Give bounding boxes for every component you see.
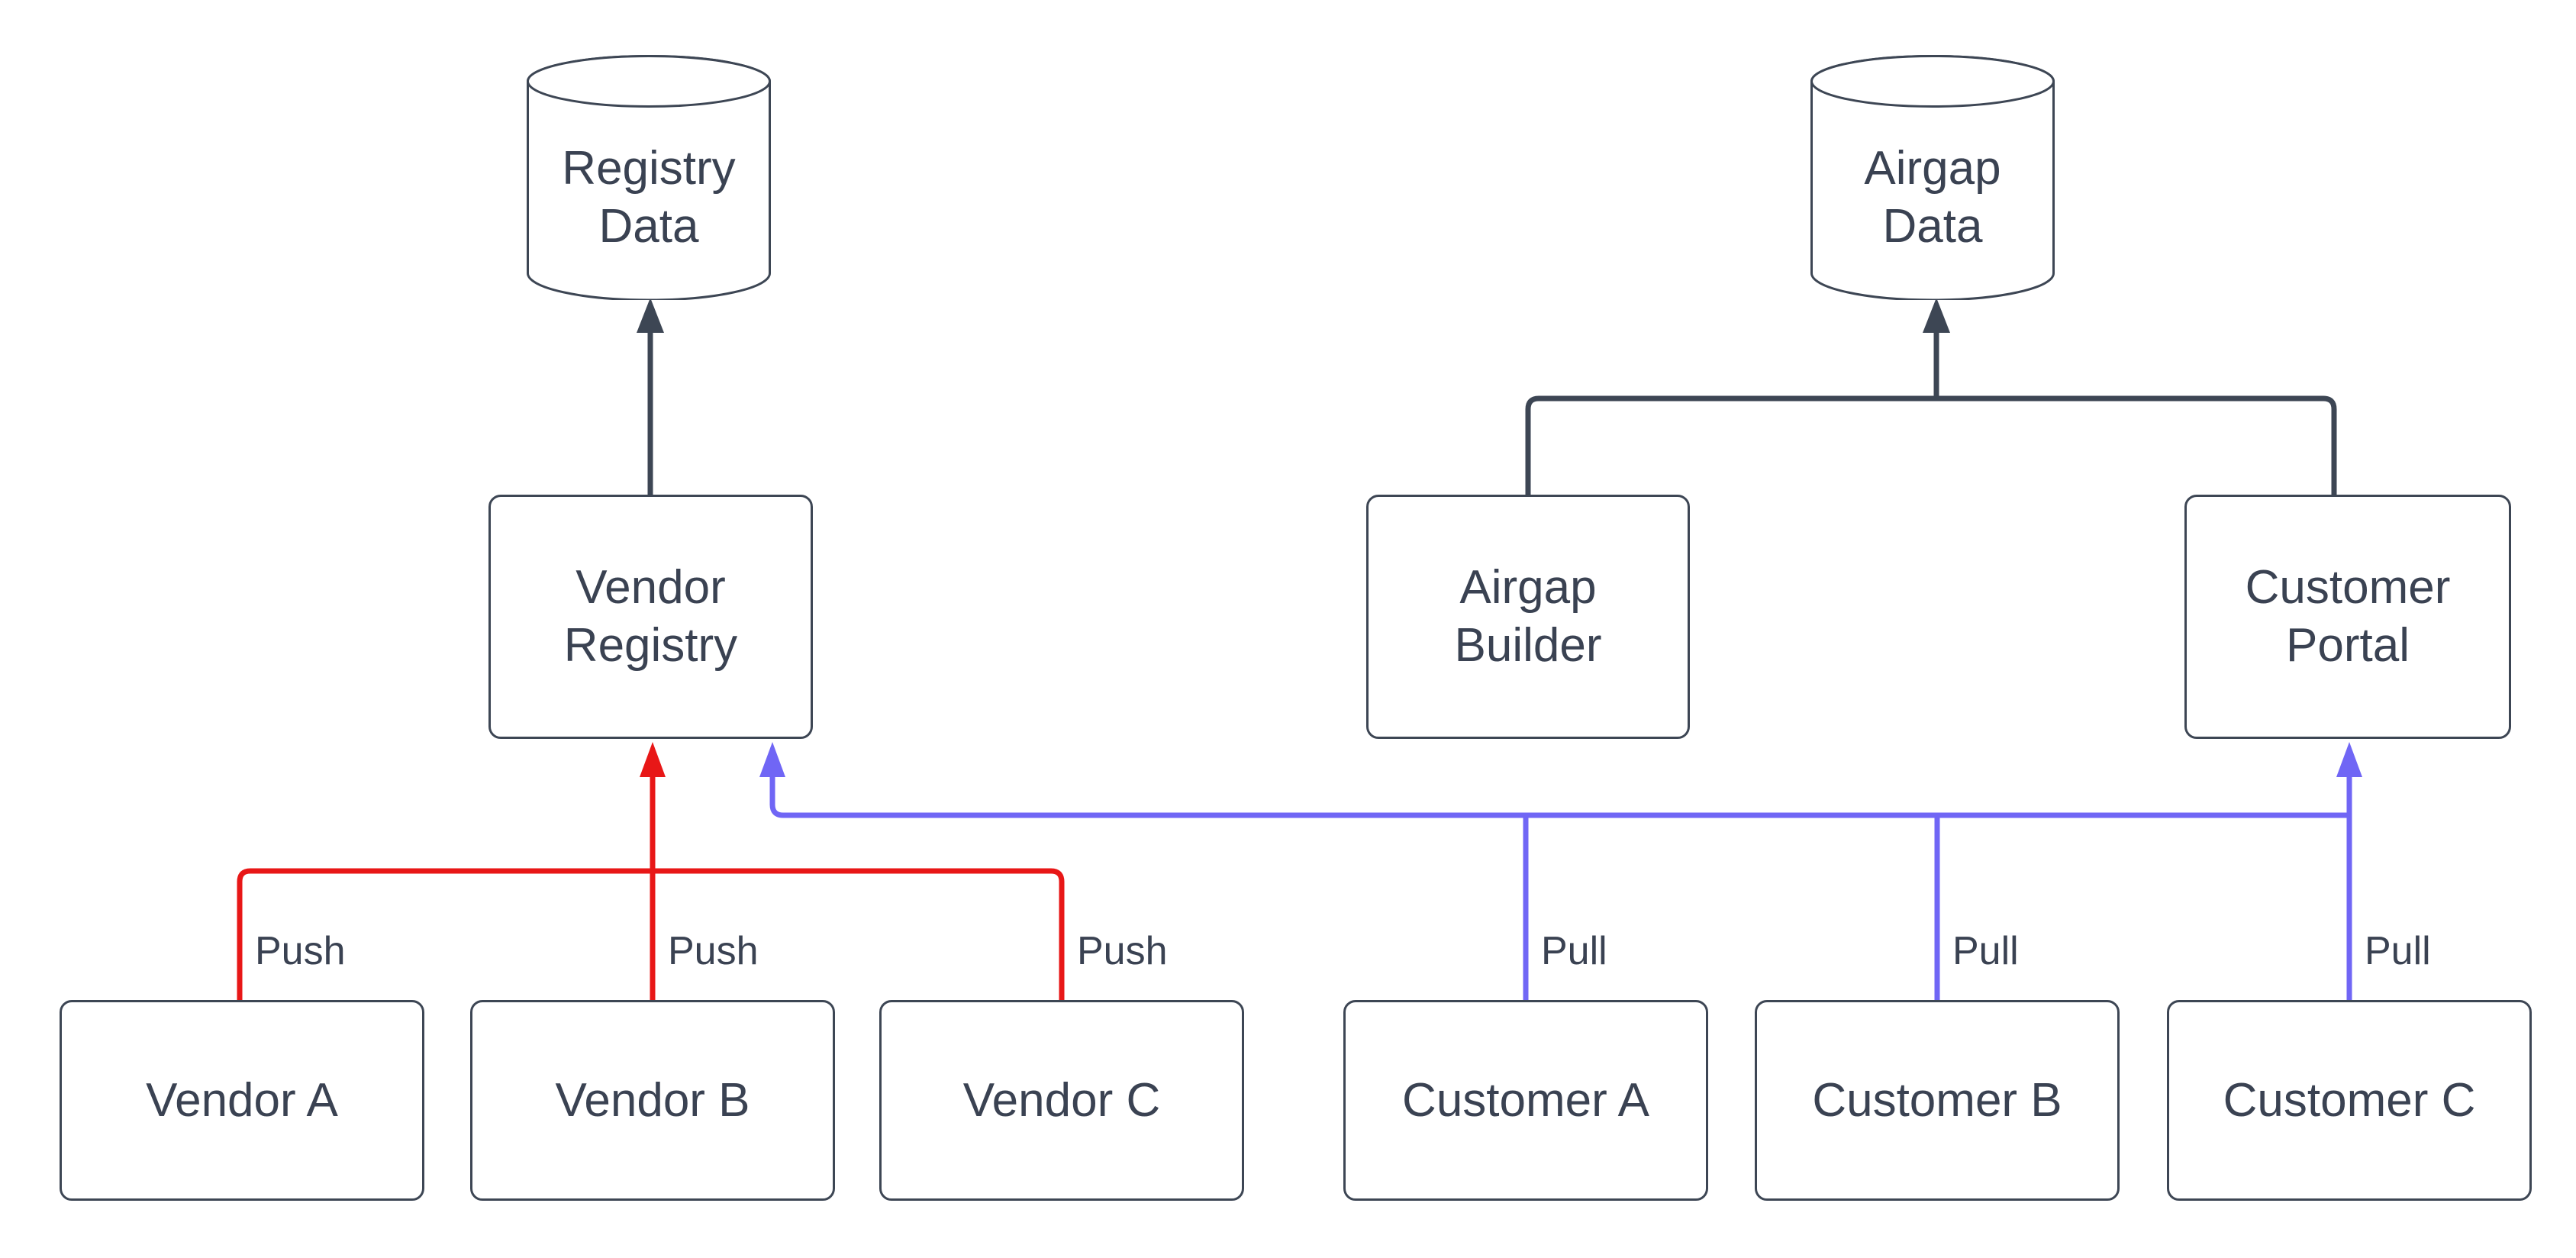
edge-label-pull-customer-a: Pull <box>1541 929 1607 973</box>
edge-label-push-vendor-a: Push <box>255 929 346 973</box>
node-airgap-builder: Airgap Builder <box>1366 495 1690 739</box>
node-vendor-b: Vendor B <box>470 1000 835 1201</box>
node-customer-a: Customer A <box>1343 1000 1708 1201</box>
node-label-vendor-registry: Vendor Registry <box>563 561 738 672</box>
node-label-customer-a: Customer A <box>1402 1073 1649 1127</box>
node-label-vendor-c: Vendor C <box>962 1073 1161 1127</box>
node-customer-c: Customer C <box>2167 1000 2532 1201</box>
node-airgap-data: Airgap Data <box>1810 55 2055 300</box>
arrowhead-pull-customer-portal <box>2336 742 2362 777</box>
arrowhead-push-vendor-registry <box>640 742 666 777</box>
edge-label-pull-customer-b: Pull <box>1952 929 2019 973</box>
node-label-vendor-a: Vendor A <box>146 1073 338 1127</box>
node-customer-portal: Customer Portal <box>2184 495 2511 739</box>
arrowhead-airgap-data <box>1923 298 1950 333</box>
edge-label-push-vendor-c: Push <box>1077 929 1168 973</box>
node-label-airgap-builder: Airgap Builder <box>1454 561 1602 672</box>
node-label-airgap-data: Airgap Data <box>1864 141 2001 253</box>
node-customer-b: Customer B <box>1755 1000 2120 1201</box>
arrowhead-pull-vendor-registry <box>759 742 785 777</box>
edge-label-push-vendor-b: Push <box>668 929 759 973</box>
node-vendor-a: Vendor A <box>60 1000 424 1201</box>
database-cylinder-icon <box>1810 55 2055 300</box>
edge-label-pull-customer-c: Pull <box>2365 929 2431 973</box>
node-vendor-registry: Vendor Registry <box>488 495 813 739</box>
node-label-registry-data: Registry Data <box>562 141 736 253</box>
node-label-vendor-b: Vendor B <box>555 1073 750 1127</box>
node-label-customer-c: Customer C <box>2223 1073 2476 1127</box>
edge-airgap-trunk <box>1525 395 2337 495</box>
arrowhead-registry-data <box>637 298 664 333</box>
node-label-customer-portal: Customer Portal <box>2245 561 2451 672</box>
node-registry-data: Registry Data <box>527 55 771 300</box>
node-vendor-c: Vendor C <box>879 1000 1244 1201</box>
database-cylinder-icon <box>527 55 771 300</box>
edge-pull-trunk <box>769 777 2349 818</box>
node-label-customer-b: Customer B <box>1812 1073 2062 1127</box>
